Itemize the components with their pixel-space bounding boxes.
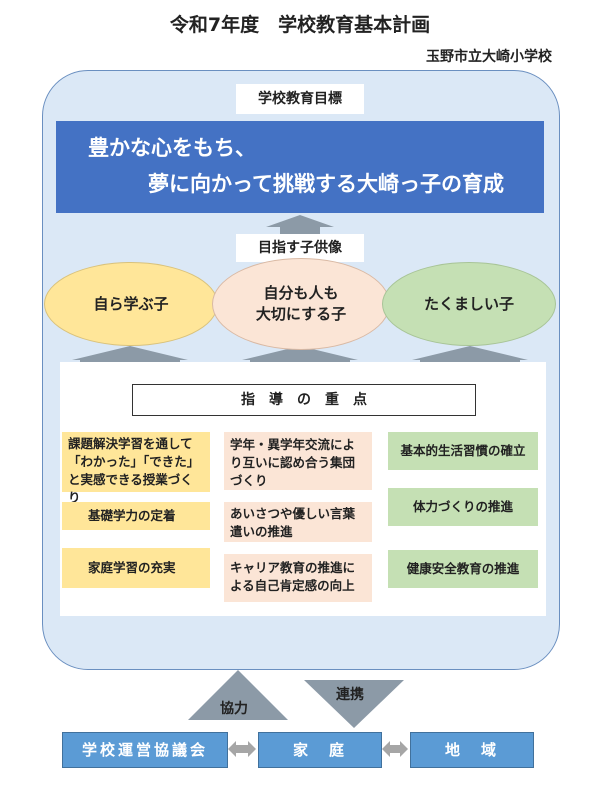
school-name: 玉野市立大崎小学校 xyxy=(426,49,552,65)
school-goal-box: 豊かな心をもち、 夢に向かって挑戦する大崎っ子の育成 xyxy=(56,121,544,213)
cooperation-arrow xyxy=(188,670,288,720)
focus-item-home-study: 家庭学習の充実 xyxy=(62,548,210,588)
ideal-child-strong: たくましい子 xyxy=(382,262,556,346)
ideal-1-line-1: 自ら学ぶ子 xyxy=(93,294,169,313)
ideal-2-line-2: 大切にする子 xyxy=(255,305,347,323)
focus-item-basic-skills: 基礎学力の定着 xyxy=(62,502,210,530)
focus-item-lifestyle: 基本的生活習慣の確立 xyxy=(388,432,538,470)
focus-item-lesson: 課題解決学習を通して「わかった」「できた」と実感できる授業づくり xyxy=(62,432,210,505)
page-title: 令和7年度 学校教育基本計画 xyxy=(169,14,431,36)
up-arrow-right xyxy=(412,346,528,360)
cooperation-label: 協力 xyxy=(220,701,248,717)
focus-item-safety: 健康安全教育の推進 xyxy=(388,550,538,588)
goal-line-2: 夢に向かって挑戦する大崎っ子の育成 xyxy=(148,172,504,196)
up-arrow-goal xyxy=(266,215,334,227)
double-arrow-left xyxy=(228,741,256,757)
community-box: 地 域 xyxy=(410,732,534,768)
ideal-3-line-1: たくましい子 xyxy=(423,294,514,313)
goal-label: 学校教育目標 xyxy=(236,84,364,114)
goal-line-1: 豊かな心をもち、 xyxy=(88,136,256,160)
up-arrow-left xyxy=(72,346,188,360)
focus-item-career: キャリア教育の推進による自己肯定感の向上 xyxy=(224,554,372,602)
double-arrow-right xyxy=(382,741,408,757)
up-arrow-center xyxy=(242,346,358,360)
coordination-label: 連携 xyxy=(336,687,364,703)
coordination-arrow xyxy=(304,680,404,728)
ideal-child-label: 目指す子供像 xyxy=(236,234,364,262)
school-council-box: 学校運営協議会 xyxy=(62,732,228,768)
focus-item-fitness: 体力づくりの推進 xyxy=(388,488,538,526)
focus-title: 指導の重点 xyxy=(132,384,476,416)
up-arrow-goal-stem xyxy=(280,227,320,234)
focus-item-group: 学年・異学年交流により互いに認め合う集団づくり xyxy=(224,432,372,490)
ideal-child-self-learning: 自ら学ぶ子 xyxy=(44,262,218,346)
home-box: 家 庭 xyxy=(258,732,382,768)
focus-item-greeting: あいさつや優しい言葉遣いの推進 xyxy=(224,502,372,542)
ideal-child-caring: 自分も人も 大切にする子 xyxy=(212,258,390,350)
ideal-2-line-1: 自分も人も xyxy=(263,284,339,302)
